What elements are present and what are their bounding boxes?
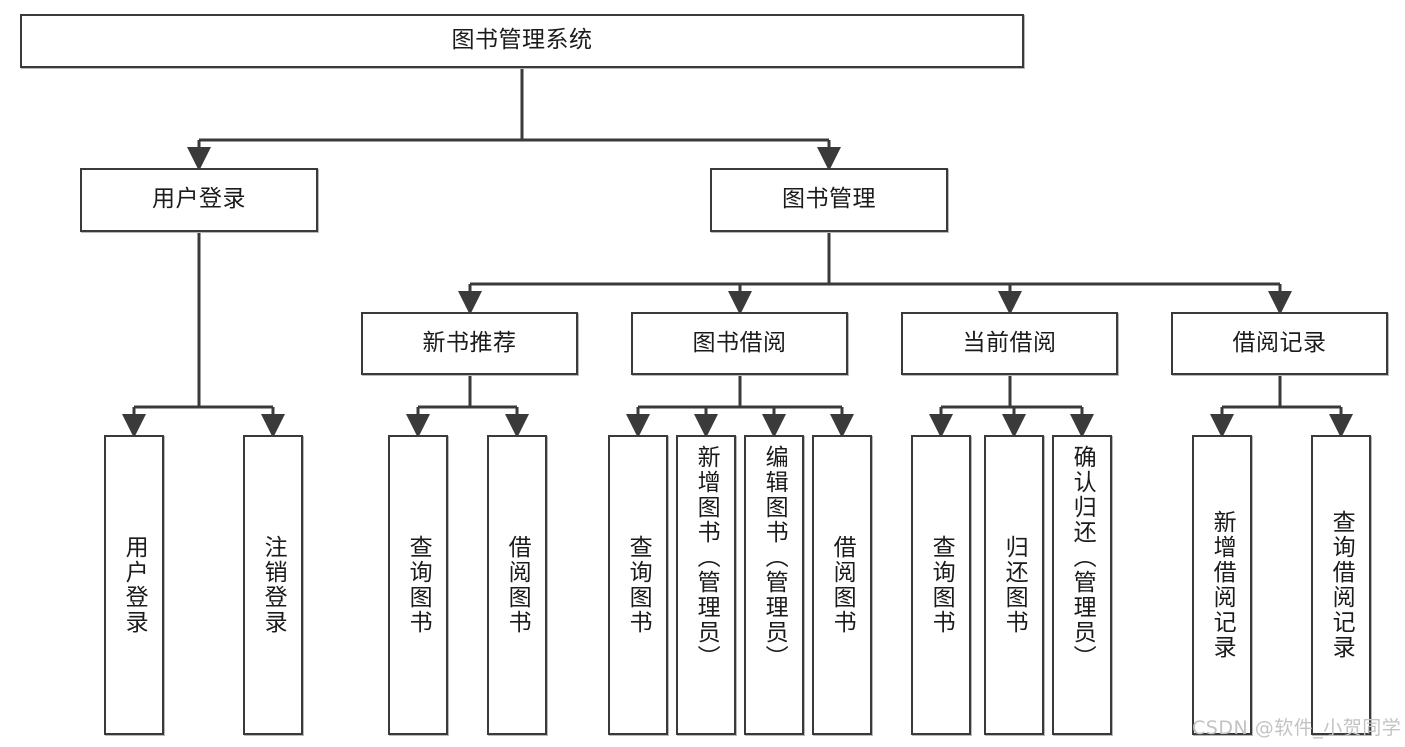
node-label: 图书管理系统 <box>451 27 593 54</box>
node-borrow-record[interactable]: 借阅记录 <box>1171 312 1388 375</box>
node-label: 归还图书 <box>1001 535 1028 635</box>
node-label: 图书借阅 <box>692 329 787 356</box>
node-label: 借阅记录 <box>1232 329 1327 356</box>
node-label: 新增借阅记录 <box>1209 510 1236 660</box>
node-label: 查询图书 <box>928 535 955 635</box>
node-leaf-user-login[interactable]: 用户登录 <box>104 435 164 735</box>
node-book-borrow[interactable]: 图书借阅 <box>631 312 848 375</box>
node-label: 当前借阅 <box>962 329 1057 356</box>
node-user-login[interactable]: 用户登录 <box>80 168 318 232</box>
node-new-book-recommend[interactable]: 新书推荐 <box>361 312 578 375</box>
node-label: 用户登录 <box>121 535 148 635</box>
node-label: 编辑图书（管理员） <box>761 445 788 670</box>
node-leaf-confirm-return[interactable]: 确认归还（管理员） <box>1052 435 1112 735</box>
node-leaf-add-record[interactable]: 新增借阅记录 <box>1192 435 1252 735</box>
node-label: 查询图书 <box>405 535 432 635</box>
node-leaf-query-book-1[interactable]: 查询图书 <box>388 435 448 735</box>
node-label: 新书推荐 <box>422 329 517 356</box>
node-root[interactable]: 图书管理系统 <box>20 14 1024 68</box>
node-leaf-return-book[interactable]: 归还图书 <box>984 435 1044 735</box>
node-leaf-query-book-2[interactable]: 查询图书 <box>608 435 668 735</box>
node-current-borrow[interactable]: 当前借阅 <box>901 312 1118 375</box>
node-label: 借阅图书 <box>829 535 856 635</box>
node-leaf-logout[interactable]: 注销登录 <box>243 435 303 735</box>
node-label: 图书管理 <box>782 186 876 213</box>
node-label: 查询借阅记录 <box>1328 510 1355 660</box>
node-leaf-borrow-book-1[interactable]: 借阅图书 <box>487 435 547 735</box>
node-label: 新增图书（管理员） <box>693 445 720 670</box>
csdn-watermark: CSDN @软件_小贺同学 <box>1192 717 1402 739</box>
node-book-manage[interactable]: 图书管理 <box>710 168 948 232</box>
node-label: 注销登录 <box>260 535 287 635</box>
node-leaf-add-book[interactable]: 新增图书（管理员） <box>676 435 736 735</box>
node-label: 用户登录 <box>152 186 246 213</box>
node-leaf-edit-book[interactable]: 编辑图书（管理员） <box>744 435 804 735</box>
connector-edges <box>122 68 1353 438</box>
node-label: 查询图书 <box>625 535 652 635</box>
node-label: 确认归还（管理员） <box>1069 445 1096 670</box>
node-leaf-query-record[interactable]: 查询借阅记录 <box>1311 435 1371 735</box>
node-label: 借阅图书 <box>504 535 531 635</box>
node-leaf-query-book-3[interactable]: 查询图书 <box>911 435 971 735</box>
node-leaf-borrow-book-2[interactable]: 借阅图书 <box>812 435 872 735</box>
